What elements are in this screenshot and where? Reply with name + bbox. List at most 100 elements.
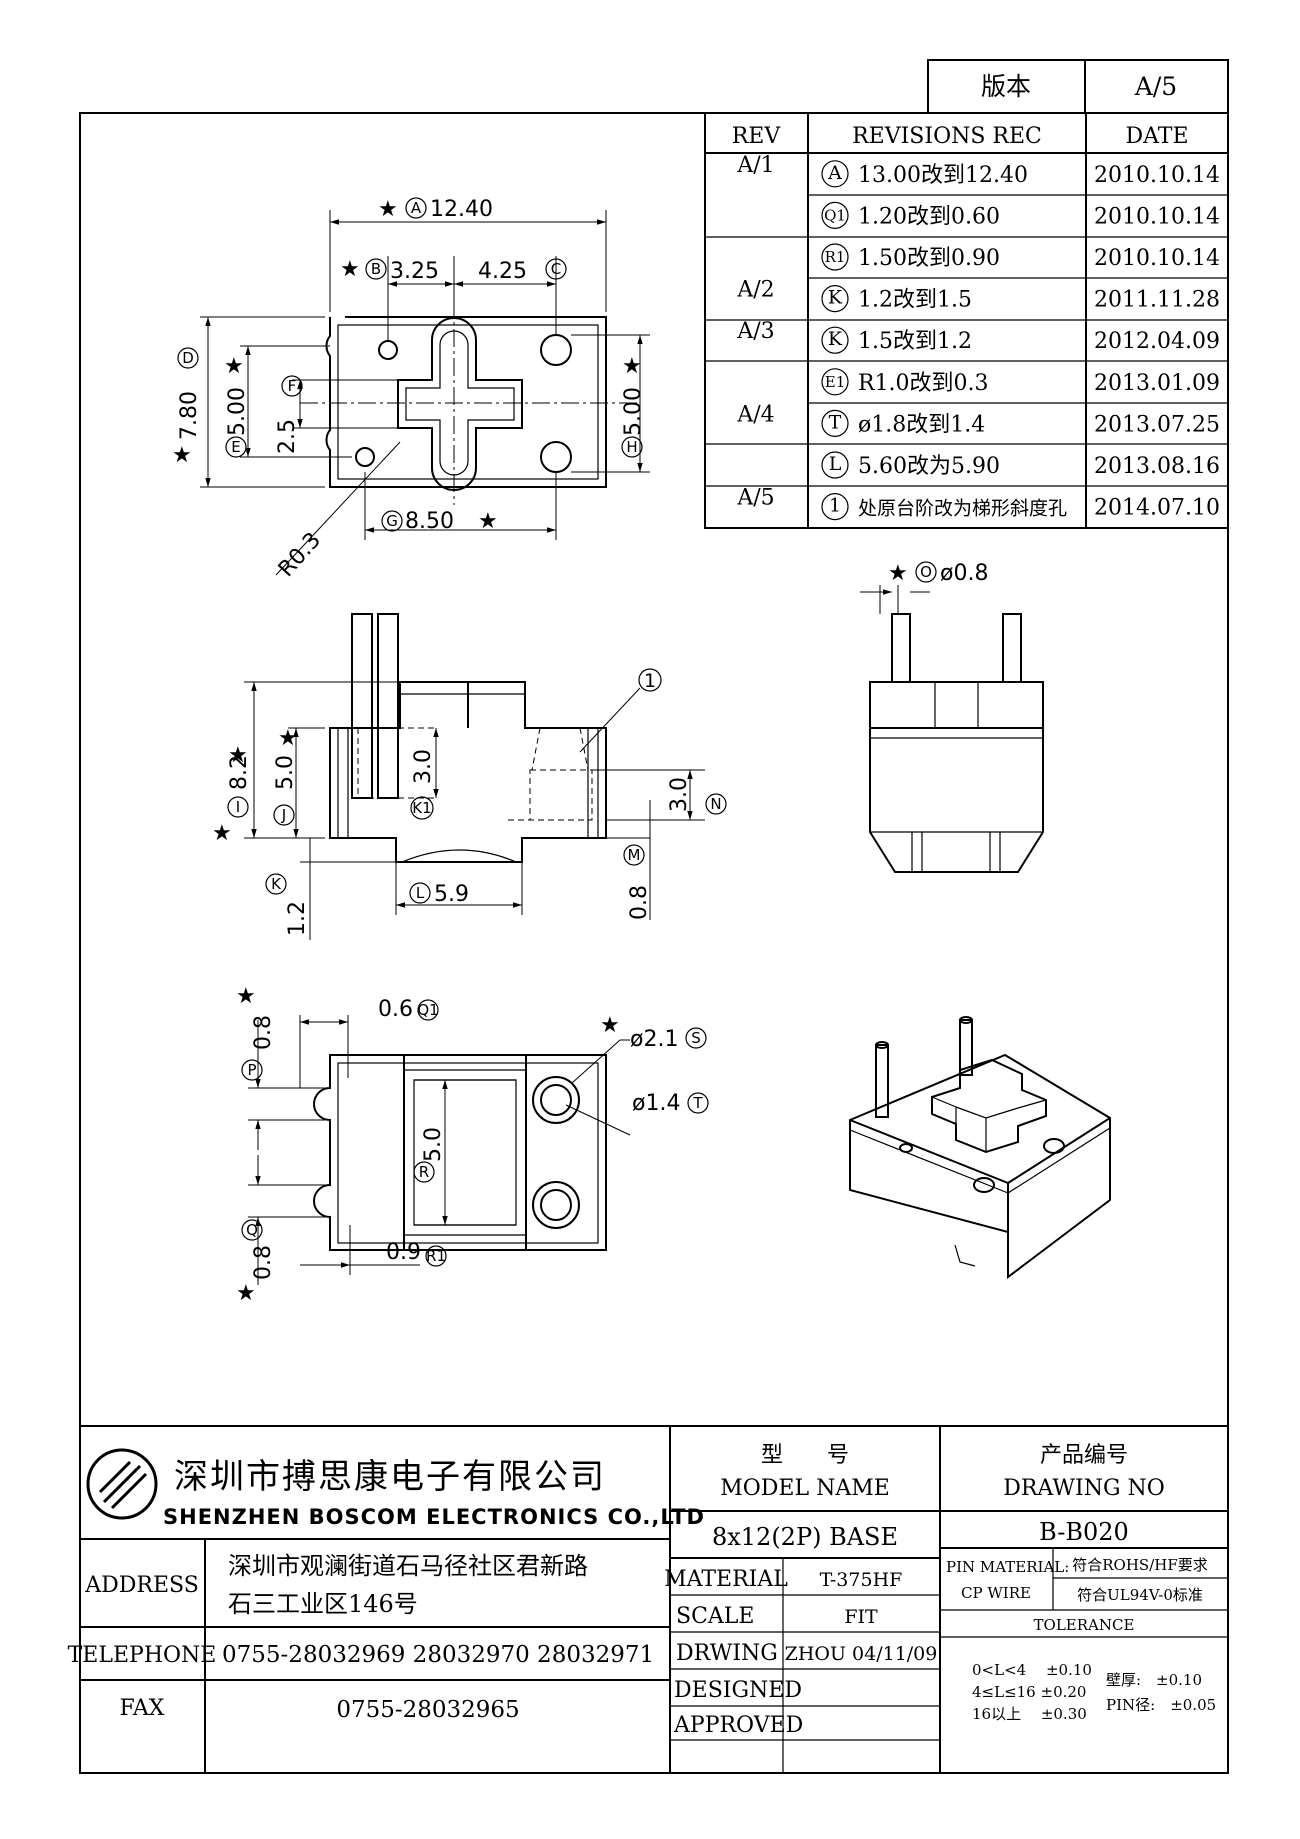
revision-rev: A/4 xyxy=(736,402,774,427)
drawing-no-label-en: DRAWING NO xyxy=(1003,1476,1165,1501)
dim-s-mark: S xyxy=(691,1029,701,1047)
address-line2: 石三工业区146号 xyxy=(228,1590,418,1618)
rev-header: REV xyxy=(732,124,782,149)
revision-date: 2014.07.10 xyxy=(1094,496,1220,521)
dim-p-star: ★ xyxy=(236,984,256,1009)
dim-f-value: 2.5 xyxy=(275,419,300,454)
dim-b-mark: B xyxy=(371,260,381,278)
scale-label: SCALE xyxy=(676,1604,754,1629)
dim-e-star: ★ xyxy=(224,354,244,379)
material-value: T-375HF xyxy=(820,1569,903,1591)
revision-mark-circle xyxy=(821,243,849,271)
revision-mark: K xyxy=(828,328,843,350)
revision-mark-circle xyxy=(821,368,849,396)
material-label: MATERIAL xyxy=(664,1567,788,1592)
dim-c-value: 4.25 xyxy=(478,259,527,284)
dim-q1-mark: Q1 xyxy=(417,1001,438,1019)
dim-k1-mark: K1 xyxy=(412,799,431,817)
dim-n-value: 3.0 xyxy=(667,777,692,812)
dim-d-star: ★ xyxy=(172,443,192,468)
address-label: ADDRESS xyxy=(84,1573,199,1598)
pin-material-value: CP WIRE xyxy=(961,1584,1031,1602)
address-line1: 深圳市观澜街道石马径社区君新路 xyxy=(228,1552,588,1580)
revision-text: 13.00改到12.40 xyxy=(858,163,1028,188)
revision-mark: R1 xyxy=(825,248,846,266)
dim-j-mark: J xyxy=(281,806,286,824)
revision-rev: A/1 xyxy=(736,153,774,178)
dim-q1-value: 0.6 xyxy=(378,997,413,1022)
dim-r5-value: 5.0 xyxy=(421,1127,446,1162)
dim-q-value: 0.8 xyxy=(251,1245,276,1280)
dim-d-mark: D xyxy=(182,349,194,367)
model-label-en: MODEL NAME xyxy=(720,1476,890,1501)
revision-mark-circle xyxy=(821,493,849,521)
revision-mark: 1 xyxy=(829,495,841,517)
dim-o-mark: O xyxy=(920,563,932,581)
revision-mark-circle xyxy=(821,326,849,354)
dim-j-star: ★ xyxy=(278,726,298,751)
revision-date: 2010.10.14 xyxy=(1094,163,1220,188)
tolerance-label: TOLERANCE xyxy=(1034,1616,1135,1634)
revision-text: 1.5改到1.2 xyxy=(858,329,972,354)
dim-c-mark: C xyxy=(551,260,561,278)
revision-rev: A/2 xyxy=(736,278,774,303)
model-value: 8x12(2P) BASE xyxy=(712,1523,898,1551)
dim-a-mark: A xyxy=(411,199,422,217)
dim-a-star: ★ xyxy=(378,197,398,222)
drawing-border xyxy=(79,112,1229,1774)
revision-date: 2013.08.16 xyxy=(1094,454,1220,479)
dim-p-value: 0.8 xyxy=(251,1015,276,1050)
dim-d-value: 7.80 xyxy=(177,391,202,440)
revision-mark-circle xyxy=(821,409,849,437)
dim-r03: R0.3 xyxy=(274,528,326,582)
company-name-cn: 深圳市搏思康电子有限公司 xyxy=(174,1457,606,1497)
dim-n-mark: N xyxy=(710,795,721,813)
revision-text: 5.60改为5.90 xyxy=(858,454,1000,479)
fax-label: FAX xyxy=(120,1696,165,1721)
revision-date: 2013.01.09 xyxy=(1094,371,1220,396)
dim-s-star: ★ xyxy=(600,1013,620,1038)
fax-value: 0755-28032965 xyxy=(336,1697,519,1723)
dim-h-mark: H xyxy=(626,438,637,456)
dim-g-value: 8.50 xyxy=(405,509,454,534)
scale-value: FIT xyxy=(844,1606,878,1628)
revision-mark: K xyxy=(828,287,843,309)
dim-g-star: ★ xyxy=(478,509,498,534)
dim-h-star: ★ xyxy=(622,354,642,379)
dim-o-value: ø0.8 xyxy=(940,561,988,586)
dim-e-value: 5.00 xyxy=(225,387,250,436)
revision-rev: A/3 xyxy=(736,319,774,344)
isometric-view xyxy=(849,1016,1111,1280)
company-logo xyxy=(86,1448,158,1520)
ul-note: 符合UL94V-0标准 xyxy=(1077,1586,1203,1604)
dim-t-value: ø1.4 xyxy=(632,1091,680,1116)
tolerance-1: 0<L<4 ±0.10 xyxy=(972,1661,1092,1679)
revision-text: 1.20改到0.60 xyxy=(858,204,1000,229)
revision-date: 2010.10.14 xyxy=(1094,204,1220,229)
drawing-no-value: B-B020 xyxy=(1039,1518,1129,1546)
title-block: 深圳市搏思康电子有限公司 SHENZHEN BOSCOM ELECTRONICS… xyxy=(68,1425,1228,1773)
dim-b-value: 3.25 xyxy=(390,259,439,284)
revision-date: 2012.04.09 xyxy=(1094,329,1220,354)
dim-a-value: 12.40 xyxy=(430,197,493,222)
revision-mark-circle xyxy=(821,285,849,313)
dim-g-mark: G xyxy=(386,512,398,530)
dim-r1-value: 0.9 xyxy=(386,1240,421,1265)
dim-q-star: ★ xyxy=(236,1281,256,1306)
tolerance-3: 16以上 ±0.30 xyxy=(972,1705,1087,1723)
dim-r1-mark: R1 xyxy=(426,1247,446,1265)
dim-k-value: 1.2 xyxy=(285,901,310,936)
revision-mark: T xyxy=(829,411,842,433)
revision-date: 2013.07.25 xyxy=(1094,412,1220,437)
dim-l-value: 5.9 xyxy=(434,882,469,907)
dim-k-mark: K xyxy=(271,875,282,893)
dim-b-star: ★ xyxy=(340,257,360,282)
top-view: ★ A 12.40 ★ B 3.25 4.25 C 7.80 D ★ ★ 5.0… xyxy=(172,197,650,582)
revision-mark: A xyxy=(827,162,842,184)
side-view: ★ O ø0.8 xyxy=(860,561,1044,873)
telephone-value: 0755-28032969 28032970 28032971 xyxy=(222,1642,654,1668)
dim-e-mark: E xyxy=(231,438,240,456)
model-label-cn: 型 号 xyxy=(761,1443,849,1468)
